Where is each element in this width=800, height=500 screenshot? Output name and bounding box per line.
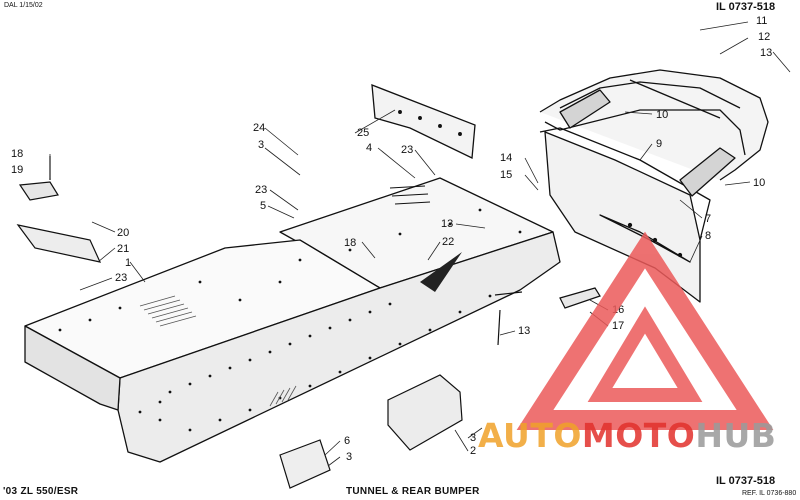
callout-6: 6 [344,435,350,447]
tunnel-vents [139,295,297,407]
callout-2: 2 [470,445,476,457]
callout-7: 7 [705,213,711,225]
watermark-text: AUTOMOTOHUB [478,416,776,455]
callout-11: 11 [756,15,767,27]
callout-18b: 18 [344,237,356,249]
callout-23c: 23 [115,272,127,284]
callout-3b: 3 [346,451,352,463]
date-code: DAL 1/15/02 [4,2,43,9]
callout-5: 5 [260,200,266,212]
callout-1: 1 [125,257,131,269]
callout-13c: 13 [518,325,530,337]
callout-4: 4 [366,142,372,154]
callout-10b: 10 [753,177,765,189]
callout-20: 20 [117,227,129,239]
callout-labels: 11 12 13 10 9 10 14 15 7 8 25 24 3 4 23 … [11,15,772,463]
callout-14: 14 [500,152,512,164]
callout-8: 8 [705,230,711,242]
tunnel-part [24,177,561,463]
ref-number-top: IL 0737-518 [716,1,776,13]
bracket-parts [16,156,102,263]
diagram-title: TUNNEL & REAR BUMPER [346,486,480,497]
callout-3a: 3 [258,139,264,151]
callout-25: 25 [357,127,369,139]
callout-15: 15 [500,169,512,181]
callout-21: 21 [117,243,129,255]
callout-17: 17 [612,320,624,332]
callout-3c: 3 [470,432,476,444]
upper-panel-marks [389,185,431,205]
callout-24: 24 [253,122,265,134]
snow-flap-part [371,84,476,159]
side-rail-part [494,287,601,346]
watermark-logo-icon [516,231,774,430]
leader-lines [49,21,791,467]
callout-10a: 10 [656,109,668,121]
watermark-moto: MOTO [581,416,696,455]
callout-9: 9 [656,138,662,150]
watermark-hub: HUB [695,416,777,455]
rear-handle-part [539,69,769,197]
callout-18a: 18 [11,148,23,160]
ref-number-bottom: IL 0737-518 [716,475,776,487]
callout-13b: 13 [441,218,453,230]
callout-23b: 23 [255,184,267,196]
callout-23a: 23 [401,144,413,156]
callout-13a: 13 [760,47,772,59]
ref-sub-label: REF. IL 0736-880 [742,490,797,497]
watermark-auto: AUTO [478,416,582,455]
model-label: '03 ZL 550/ESR [3,486,79,497]
callout-12: 12 [758,31,770,43]
callout-22: 22 [442,236,454,248]
callout-19: 19 [11,164,23,176]
bottom-bracket-part [279,374,463,489]
